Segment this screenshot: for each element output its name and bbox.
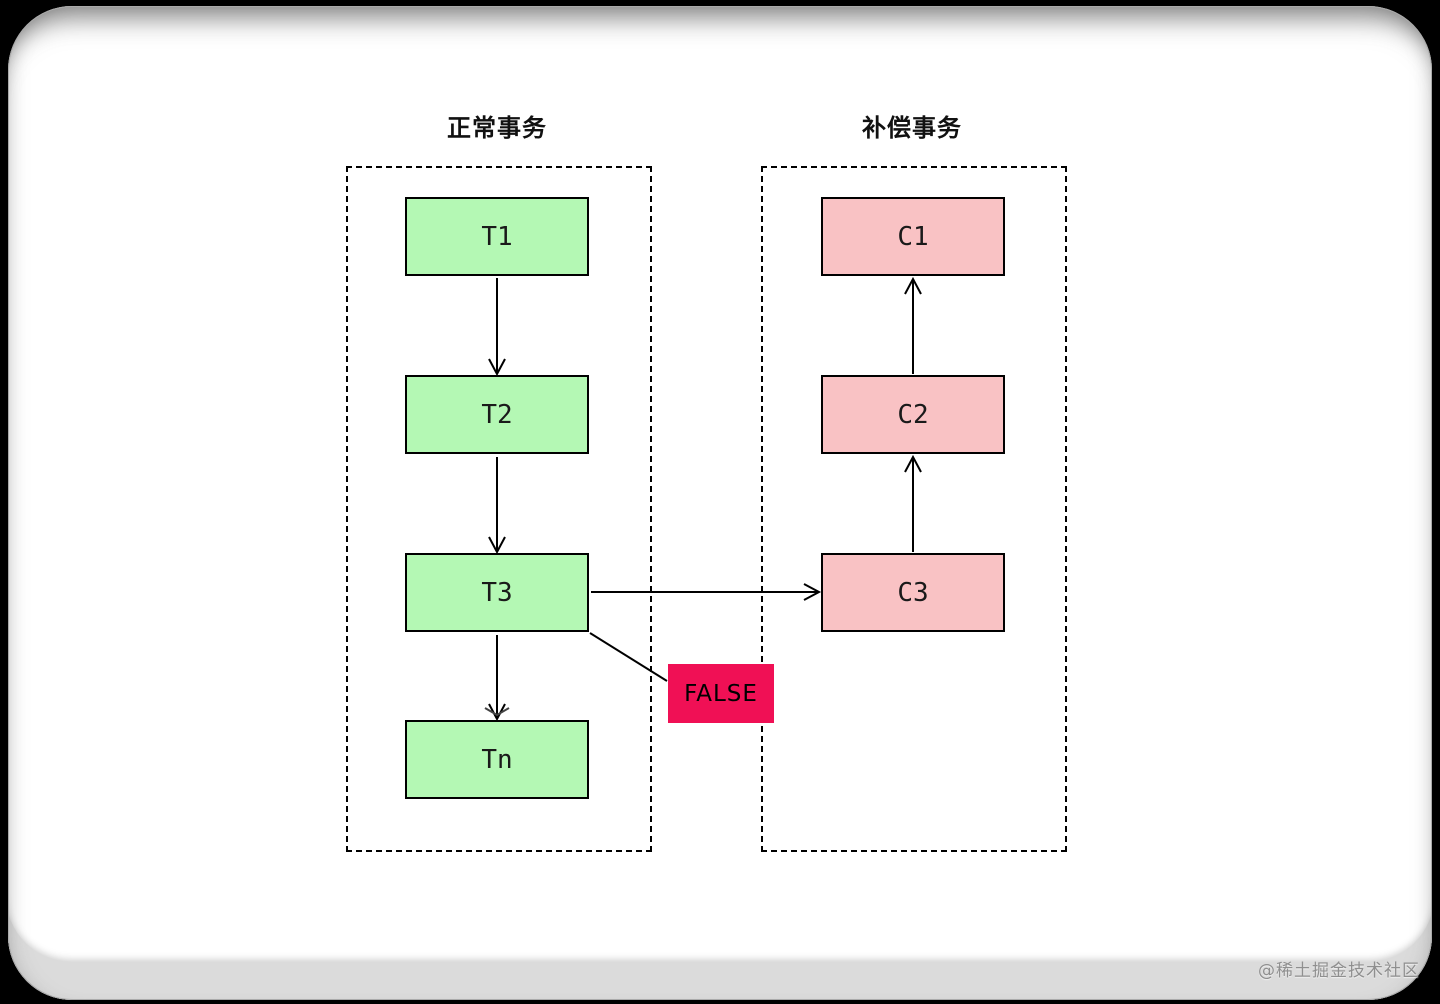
arrowhead-t3-tn-secondary <box>484 707 510 717</box>
arrowhead-c2-c1 <box>904 276 922 295</box>
false-badge: FALSE <box>668 664 774 723</box>
normal-flow-title: 正常事务 <box>447 114 547 142</box>
node-t1: T1 <box>405 197 589 276</box>
node-t2: T2 <box>405 375 589 454</box>
arrowhead-c3-c2 <box>904 454 922 473</box>
node-c1: C1 <box>821 197 1005 276</box>
watermark: @稀土掘金技术社区 <box>1258 961 1420 981</box>
node-t3: T3 <box>405 553 589 632</box>
node-c3: C3 <box>821 553 1005 632</box>
node-c2: C2 <box>821 375 1005 454</box>
arrowhead-t3-c3 <box>803 583 822 601</box>
node-tn: Tn <box>405 720 589 799</box>
screenshot-card <box>8 6 1432 1000</box>
arrowhead-t1-t2 <box>488 358 506 377</box>
arrowhead-t2-t3 <box>488 536 506 555</box>
normal-flow-panel <box>346 166 652 852</box>
compensation-flow-panel <box>761 166 1067 852</box>
compensation-flow-title: 补偿事务 <box>862 114 962 142</box>
line-t3-false <box>589 632 668 682</box>
arrowhead-t3-tn <box>488 703 506 722</box>
